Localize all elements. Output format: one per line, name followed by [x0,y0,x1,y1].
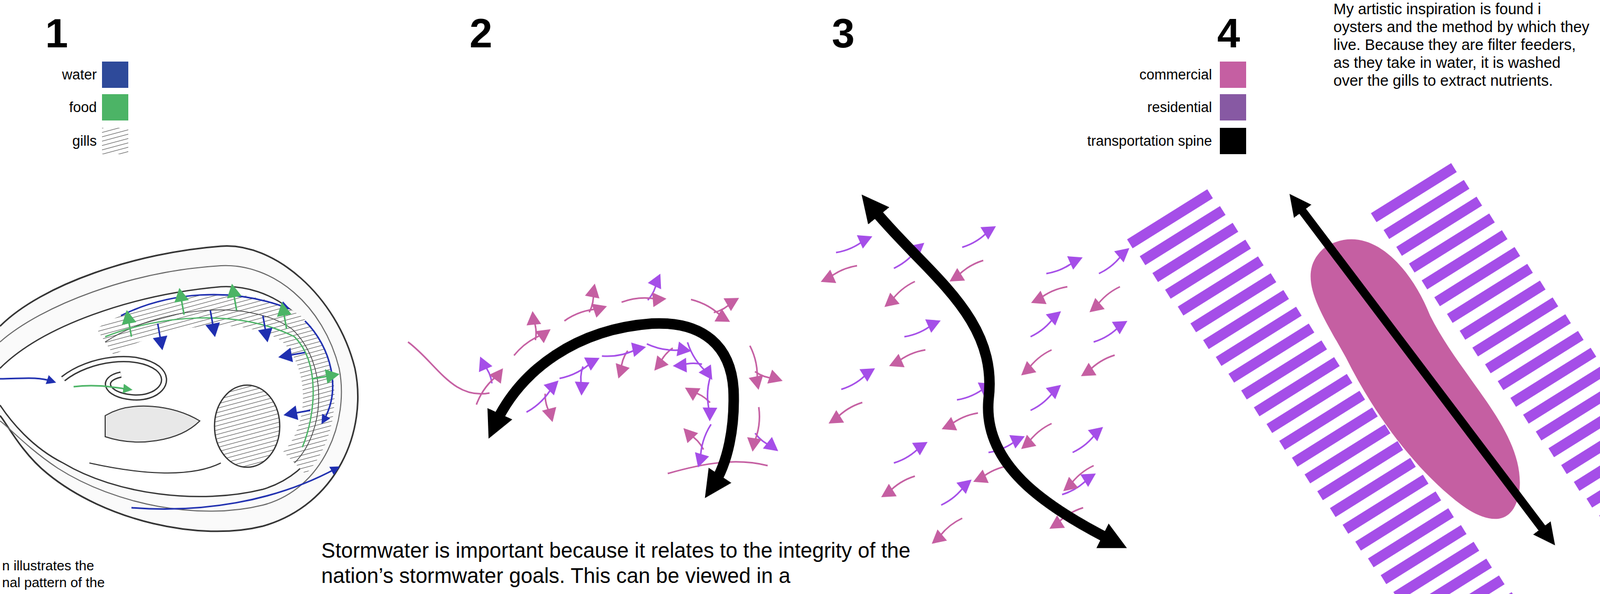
legend-swatch [1219,61,1247,88]
legend-swatch [1219,94,1247,121]
legend-label: transportation spine [1087,132,1212,150]
panel-number: 1 [45,9,68,57]
legend-swatch [102,61,129,88]
caption-fragment: n illustrates the [2,557,95,574]
legend-label: commercial [1139,66,1212,84]
legend-hatch-swatch [102,127,129,155]
legend-label: food [68,98,97,116]
legend-label: residential [1147,98,1212,116]
oyster-drawing [0,246,359,532]
legend-label: gills [72,132,97,150]
land-use-plan [1129,167,1600,594]
stormwater-note: Stormwater is important because it relat… [321,537,963,588]
panel-number: 3 [831,9,855,57]
panel-number: 2 [469,9,493,57]
spine-arc-diagram [408,273,783,487]
inspiration-note: My artistic inspiration is found i oyste… [1333,0,1594,90]
panel-number: 4 [1217,9,1240,57]
legend-swatch [1219,127,1247,155]
caption-fragment: nal pattern of the [2,574,105,590]
spine-s-diagram [820,205,1130,544]
legend-swatch [102,94,129,121]
legend-label: water [62,66,97,84]
